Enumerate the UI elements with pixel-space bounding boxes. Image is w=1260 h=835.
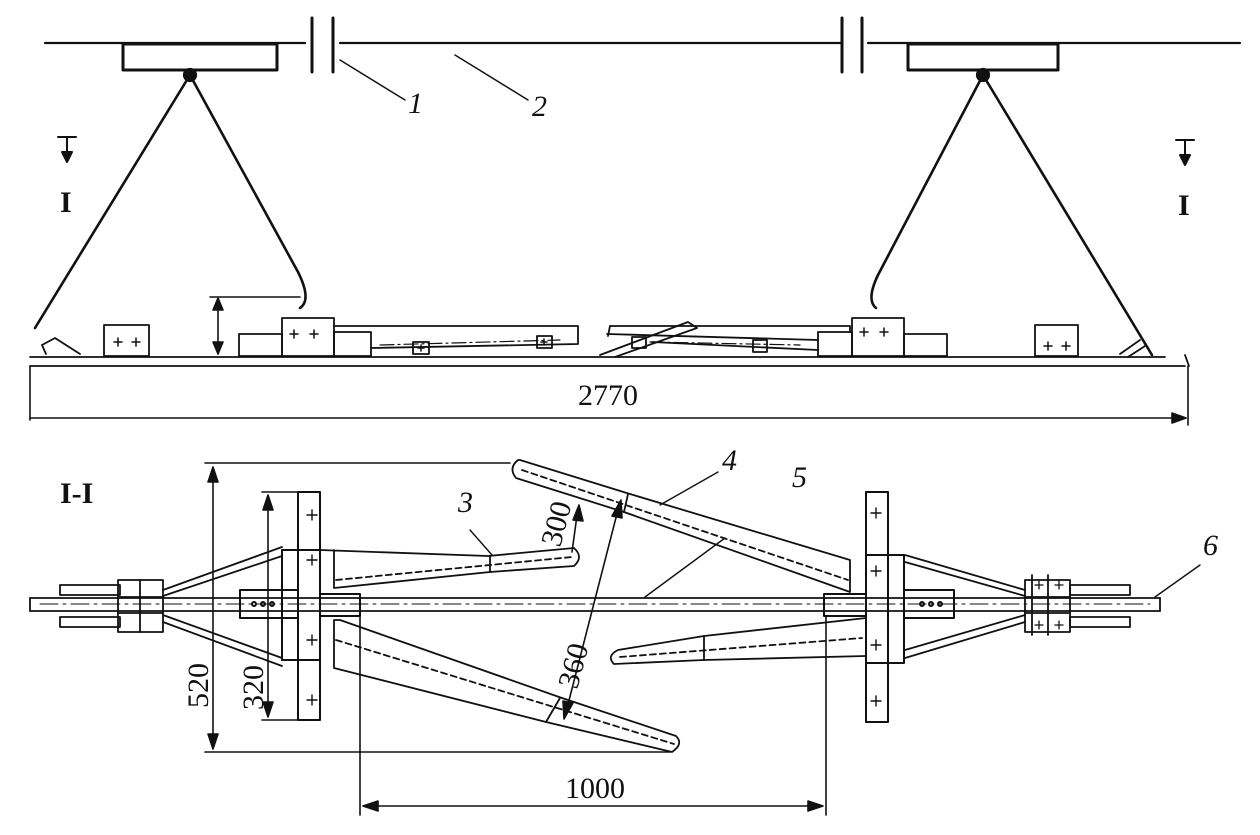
section-arrow-left <box>57 136 77 163</box>
section-arrow-right <box>1175 139 1195 166</box>
suspension-clamp-left <box>121 42 279 83</box>
section-mark-right: I <box>1178 189 1190 222</box>
spacer-arm-3 <box>319 529 580 589</box>
dim-arm-long: 360 <box>552 640 596 692</box>
plus-marks-bottom <box>1034 580 1064 630</box>
dimension-1000 <box>359 615 827 816</box>
dimension-520 <box>204 462 671 753</box>
label-part-5: 5 <box>792 461 807 494</box>
overall-length-dimension <box>29 365 1189 426</box>
spacer-arm-lower-left <box>333 619 681 753</box>
spacer-arm-4 <box>511 459 851 593</box>
section-title: I-I <box>60 477 93 510</box>
label-part-3: 3 <box>457 486 473 519</box>
spacer-frame-left <box>239 491 361 721</box>
dim-inner-span: 320 <box>237 665 270 710</box>
conductor-bundle-left <box>59 546 283 667</box>
dim-spacer-spacing: 1000 <box>565 772 625 805</box>
plus-marks-top <box>113 327 1071 352</box>
conductor-bundle-right <box>904 554 1131 659</box>
suspension-wires <box>33 73 1154 357</box>
dim-overall-length: 2770 <box>578 379 638 412</box>
label-part-1: 1 <box>408 87 423 120</box>
dim-outer-span: 520 <box>182 663 215 708</box>
label-part-2: 2 <box>532 90 547 123</box>
dimension-360 <box>562 499 623 720</box>
dim-arm-short: 300 <box>535 498 579 550</box>
section-mark-left: I <box>60 186 72 219</box>
bus-assembly-side <box>29 317 1190 367</box>
dimension-320 <box>261 491 299 721</box>
spacer-arm-lower-right <box>609 617 867 665</box>
label-part-6: 6 <box>1203 529 1218 562</box>
height-dimension <box>209 296 301 355</box>
label-part-4: 4 <box>722 444 737 477</box>
dimension-300 <box>571 504 584 553</box>
spacer-frame-right <box>823 491 955 723</box>
